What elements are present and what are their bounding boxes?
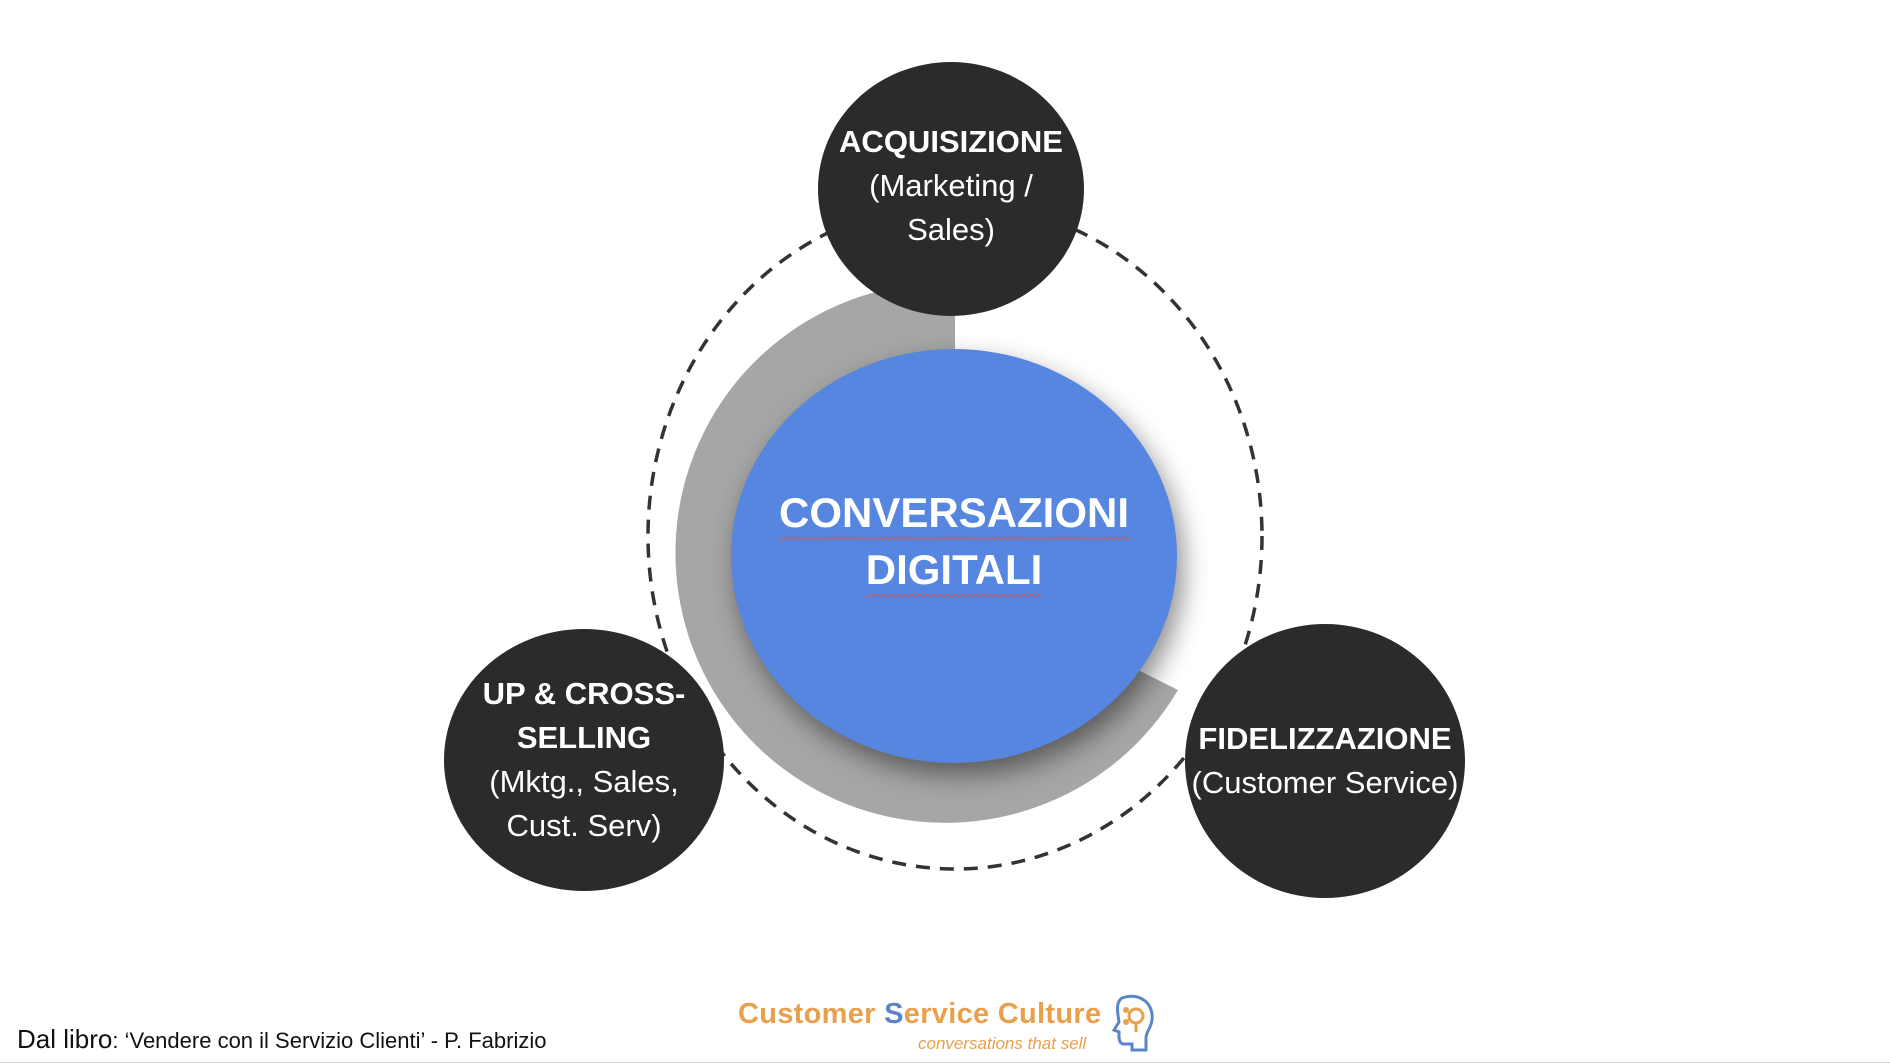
brand-logo-name-part-1: Customer bbox=[738, 998, 885, 1030]
head-outline-shape bbox=[1111, 994, 1154, 1052]
node-up-cross-selling-title-1: UP & CROSS- bbox=[482, 676, 686, 711]
center-title-line-2: DIGITALI bbox=[865, 546, 1043, 593]
node-fidelizzazione-subtitle: (Customer Service) bbox=[1191, 765, 1459, 800]
brand-logo-name-part-2: S bbox=[884, 998, 904, 1030]
brand-logo-name-part-3: ervice Culture bbox=[903, 998, 1102, 1030]
brand-logo-tagline: conversations that sell bbox=[918, 1034, 1087, 1053]
node-acquisizione-title: ACQUISIZIONE bbox=[839, 124, 1063, 159]
center-circle: CONVERSAZIONI DIGITALI bbox=[731, 349, 1177, 763]
node-acquisizione-subtitle-1: (Marketing / bbox=[869, 168, 1033, 203]
node-up-cross-selling-subtitle-2: Cust. Serv) bbox=[506, 808, 662, 843]
logo-dot-small-1 bbox=[1123, 1007, 1129, 1013]
node-fidelizzazione-title: FIDELIZZAZIONE bbox=[1198, 721, 1452, 756]
center-title-line-1: CONVERSAZIONI bbox=[778, 489, 1130, 536]
node-up-cross-selling: UP & CROSS- SELLING (Mktg., Sales, Cust.… bbox=[444, 629, 724, 891]
brand-logo: Customer Service Culture conversations t… bbox=[738, 992, 1158, 1062]
node-acquisizione: ACQUISIZIONE (Marketing / Sales) bbox=[818, 62, 1084, 316]
head-profile-icon bbox=[1111, 994, 1154, 1052]
logo-dot-large bbox=[1127, 1007, 1145, 1025]
logo-dot-small-2 bbox=[1123, 1019, 1129, 1025]
source-citation-detail: : ‘Vendere con il Servizio Clienti’ - P.… bbox=[112, 1028, 547, 1053]
node-up-cross-selling-title-2: SELLING bbox=[516, 720, 652, 755]
node-fidelizzazione: FIDELIZZAZIONE (Customer Service) bbox=[1185, 624, 1465, 898]
source-citation-prefix: Dal libro bbox=[17, 1024, 113, 1054]
node-up-cross-selling-subtitle-1: (Mktg., Sales, bbox=[489, 764, 679, 799]
bottom-divider bbox=[0, 1062, 1890, 1063]
source-citation: Dal libro: ‘Vendere con il Servizio Clie… bbox=[17, 1024, 546, 1055]
node-acquisizione-subtitle-2: Sales) bbox=[907, 212, 995, 247]
brand-logo-name: Customer Service Culture bbox=[738, 998, 1101, 1031]
dashed-cycle-ring bbox=[646, 201, 1264, 871]
